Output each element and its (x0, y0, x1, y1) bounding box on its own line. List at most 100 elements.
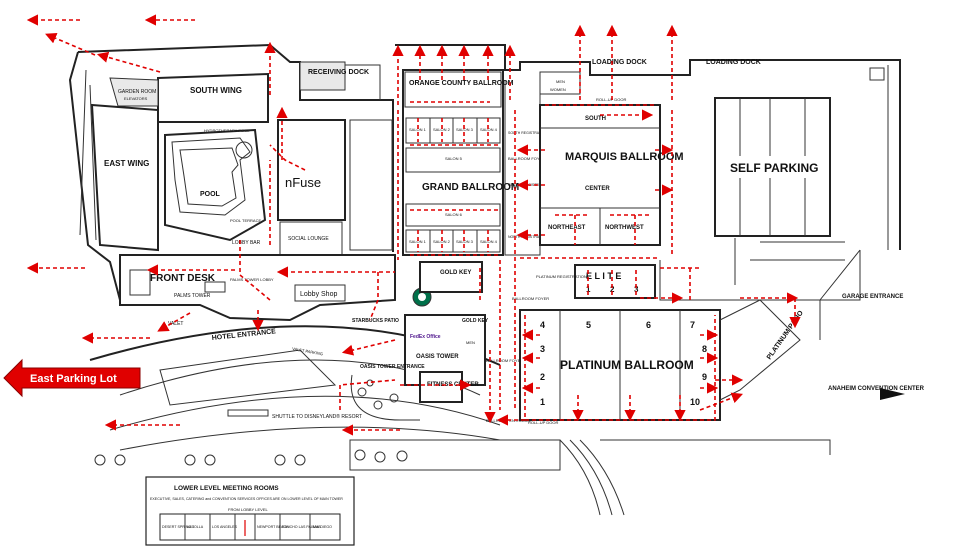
grand-salon-3: SALON 3 (456, 239, 474, 244)
platinum-6: 6 (646, 320, 651, 330)
valet-label: VALET (168, 321, 183, 327)
arrow-right-icon (880, 388, 905, 400)
hotel-entrance-drive: HOTEL ENTRANCE VALET PARKING SHUTTLE TO … (89, 325, 501, 451)
ballroom-foyer-label-lower: BALLROOM FOYER (512, 296, 549, 301)
evac-path (524, 315, 716, 421)
lobby-bar-label: LOBBY BAR (232, 240, 261, 246)
garden-room: GARDEN ROOM ELEVATORS (109, 77, 159, 107)
marquis-northeast-label: NORTHEAST (548, 225, 586, 231)
elite-2: 2 (610, 285, 615, 294)
garage-entrance-label: GARAGE ENTRANCE (842, 294, 903, 300)
planter-strip (79, 69, 97, 241)
center-registration-label: CENTER REGISTRATION COUNTER (508, 183, 568, 187)
men-label-marquis: MEN (556, 79, 565, 84)
lower-level-legend: LOWER LEVEL MEETING ROOMS EXECUTIVE, SAL… (145, 476, 355, 546)
evac-arrow (341, 339, 396, 356)
platinum-4: 4 (540, 320, 545, 330)
platinum-7: 7 (690, 320, 695, 330)
gold-key-1-label: GOLD KEY (462, 318, 489, 324)
front-desk-label: FRONT DESK (150, 273, 216, 284)
legend-room-7: SAN DIEGO (312, 525, 332, 529)
platinum-10: 10 (690, 397, 700, 407)
social-lounge-label: SOCIAL LOUNGE (288, 236, 329, 242)
garden-room-label: GARDEN ROOM (118, 89, 156, 95)
fitness-center-label: FITNESS CENTER (427, 382, 479, 388)
north-registration-label: NORTH REGISTRATION COUNTER (508, 235, 566, 239)
palms-tower-label: PALMS TOWER (174, 293, 211, 299)
grand-salon-4: SALON 4 (480, 239, 498, 244)
legend-room-2: LA JOLLA (187, 525, 204, 529)
evacuation-routes (26, 14, 801, 436)
platinum-1: 1 (540, 397, 545, 407)
grand-salon-2: SALON 2 (433, 239, 451, 244)
roll-up-door-platinum: ROLL-UP DOOR (528, 420, 558, 425)
men-label-oasis: MEN (466, 340, 475, 345)
platinum-2: 2 (540, 372, 545, 382)
legend-room-3: LOS ANGELES (212, 525, 238, 529)
orange-county-ballroom-label: ORANGE COUNTY BALLROOM (409, 80, 514, 87)
self-parking-label: SELF PARKING (730, 161, 818, 175)
loading-dock-1-label: LOADING DOCK (592, 59, 647, 66)
platinum-ballroom-label: PLATINUM BALLROOM (560, 358, 694, 372)
platinum-patio-label: PLATINUM PATIO (766, 309, 805, 361)
evac-path (339, 379, 396, 410)
garden-room-elevators-label: ELEVATORS (124, 96, 148, 101)
evac-path (239, 240, 271, 301)
platinum-ballroom: 4 5 6 7 3 8 PLATINUM BALLROOM 2 9 1 10 R… (519, 309, 721, 425)
legend-subtitle: EXECUTIVE, SALES, CATERING and CONVENTIO… (150, 497, 343, 501)
platinum-registration-label: PLATINUM REGISTRATION (536, 274, 587, 279)
marquis-center-label: CENTER (585, 186, 610, 192)
grand-salon-6: SALON 6 (445, 212, 463, 217)
dock-box (869, 67, 885, 81)
pool-label: POOL (200, 191, 221, 198)
grand-ballroom-label: GRAND BALLROOM (422, 182, 519, 193)
platinum-patio: PLATINUM PATIO (719, 299, 805, 401)
evac-arrow (96, 51, 161, 73)
oc-salon-1: SALON 1 (409, 127, 427, 132)
evac-path (369, 272, 379, 321)
marquis-south-label: SOUTH (585, 116, 606, 122)
fedex-office-label: FedEx Office (410, 334, 441, 340)
pool-area: POOL POOL TERRACE HYDROTHERAPY POOL (164, 128, 267, 242)
anaheim-convention-center: ANAHEIM CONVENTION CENTER (828, 386, 925, 400)
marquis-ballroom: MEN WOMEN ROLL-UP DOOR SOUTH MARQUIS BAL… (539, 71, 684, 246)
east-wing-label: EAST WING (104, 159, 149, 168)
evac-path (269, 144, 306, 171)
marquis-northwest-label: NORTHWEST (605, 225, 644, 231)
starbucks-patio-label: STARBUCKS PATIO (352, 318, 399, 324)
grand-salon-1: SALON 1 (409, 239, 427, 244)
receiving-dock-label: RECEIVING DOCK (308, 69, 369, 76)
legend-room-6: RANCHO LAS PALMAS (282, 525, 321, 529)
south-registration-label: SOUTH REGISTRATION COUNTER (508, 131, 566, 135)
hotel-entrance-label: HOTEL ENTRANCE (211, 328, 276, 342)
grand-salon-5: SALON 5 (445, 156, 463, 161)
gold-key-label: GOLD KEY (440, 270, 471, 276)
east-parking-lot-arrow: East Parking Lot (3, 358, 141, 398)
nfuse-lounge: nFuse SOCIAL LOUNGE (277, 119, 393, 263)
evac-arrow (45, 32, 96, 56)
legend-room-5: NEWPORT BEACH (257, 525, 289, 529)
platinum-9: 9 (702, 372, 707, 382)
platinum-5: 5 (586, 320, 591, 330)
ballroom-foyer-label: BALLROOM FOYER (508, 156, 545, 161)
valet-parking-label: VALET PARKING (292, 346, 324, 356)
hydrotherapy-pool-label: HYDROTHERAPY POOL (204, 128, 250, 133)
lower-walkway (94, 439, 831, 516)
east-parking-lot-label: East Parking Lot (30, 373, 117, 385)
oc-salon-4: SALON 4 (480, 127, 498, 132)
east-wing: EAST WING (90, 103, 159, 252)
lobby-shop-label: Lobby Shop (300, 291, 337, 298)
elite-1: 1 (586, 285, 591, 294)
evac-arrow (699, 392, 743, 411)
self-parking: SELF PARKING (714, 65, 889, 340)
oc-salon-2: SALON 2 (433, 127, 451, 132)
marquis-ballroom-label: MARQUIS BALLROOM (565, 151, 684, 163)
oc-salon-3: SALON 3 (456, 127, 474, 132)
platinum-8: 8 (702, 344, 707, 354)
starbucks-logo-inner (418, 293, 426, 301)
oasis-tower-entrance-label: OASIS TOWER ENTRANCE (360, 364, 425, 370)
palms-tower-lobby-label: PALMS TOWER LOBBY (230, 277, 274, 282)
pool-terrace-label: POOL TERRACE (230, 218, 261, 223)
ballroom-building: ORANGE COUNTY BALLROOM SALON 1 SALON 2 S… (402, 69, 519, 293)
